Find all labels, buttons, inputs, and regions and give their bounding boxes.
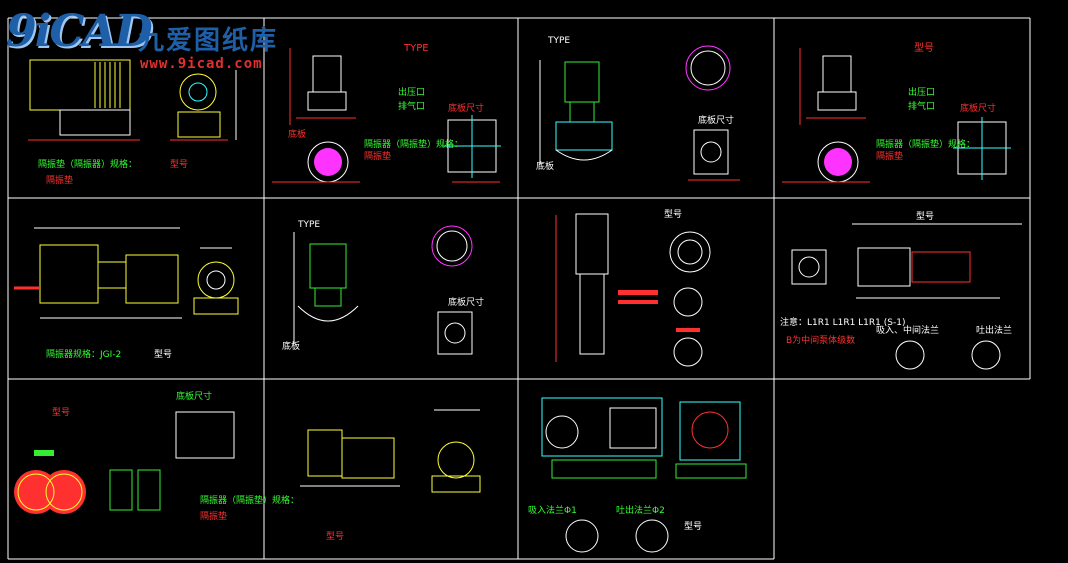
p4-pad-label: 隔振垫	[876, 152, 904, 162]
panel-6-vertical-pump	[293, 225, 473, 355]
p8-outlet-label: 吐出法兰	[976, 326, 1013, 336]
logo-url: www.9icad.com	[140, 56, 263, 72]
panel-3-vertical-pump	[539, 45, 740, 181]
p11-inlet-label: 吸入法兰Φ1	[528, 506, 577, 516]
logo-name: 九爱图纸库	[138, 26, 279, 56]
p2-outlet-label: 出压口	[398, 88, 426, 98]
p7-model-label: 型号	[664, 210, 683, 220]
p4-outlet-label: 出压口	[908, 88, 936, 98]
p8-model-label: 型号	[916, 212, 935, 222]
p1-model-label: 型号	[170, 160, 189, 170]
panel-4-vertical-pump	[782, 48, 1011, 183]
panel-5-horizontal-pump	[14, 227, 239, 319]
p9-model-label: 型号	[52, 408, 71, 418]
p4-spec-label: 隔振器（隔振垫）规格：	[876, 140, 976, 150]
panel-frame	[7, 17, 1031, 560]
p4-base-size-label: 底板尺寸	[960, 104, 997, 114]
p5-model-label: 型号	[154, 350, 173, 360]
panel-1-horizontal-pump	[28, 59, 237, 141]
p11-outlet-label: 吐出法兰Φ2	[616, 506, 665, 516]
p1-pad-label: 隔振垫	[46, 176, 74, 186]
p2-spec-label: 隔振器（隔振垫）规格：	[364, 140, 464, 150]
p3-type-label: TYPE	[548, 36, 571, 46]
panel-10-horizontal-pump	[300, 409, 481, 493]
panel-2-vertical-pump	[272, 48, 501, 183]
p6-type-label: TYPE	[298, 220, 321, 230]
p6-base-size-label: 底板尺寸	[448, 298, 485, 308]
p9-spec-label: 隔振器（隔振垫）规格：	[200, 496, 300, 506]
p2-vent-label: 排气口	[398, 102, 426, 112]
p3-base-size-label: 底板尺寸	[698, 116, 735, 126]
p1-spec-label: 隔振垫（隔振器）规格：	[38, 160, 138, 170]
p4-model-label: 型号	[914, 43, 934, 54]
p8-note2-label: B为中间泵体级数	[786, 336, 856, 346]
p5-spec-label: 隔振器规格：JGI-2	[46, 350, 122, 360]
p2-pad-label: 隔振垫	[364, 152, 392, 162]
p9-pad-label: 隔振垫	[200, 512, 228, 522]
panel-9-double-pump	[14, 411, 235, 514]
panel-7-multistage-pump	[555, 213, 711, 367]
p10-model-label: 型号	[326, 532, 345, 542]
p3-base-label: 底板	[536, 162, 555, 172]
p8-note-label: 注意：L1R1 L1R1 L1R1 (S-1)	[780, 318, 906, 328]
p8-inlet-label: 吸入、中间法兰	[876, 326, 940, 336]
p11-model-label: 型号	[684, 522, 703, 532]
p9-base-size-label: 底板尺寸	[176, 392, 213, 402]
p2-type-label: TYPE	[404, 43, 429, 54]
p4-vent-label: 排气口	[908, 102, 936, 112]
panel-8-horizontal-multistage	[791, 223, 1022, 370]
site-logo: 9iCAD 九爱图纸库 www.9icad.com	[0, 0, 300, 80]
logo-brand: 9iCAD	[6, 6, 153, 57]
p2-base-size-label: 底板尺寸	[448, 104, 485, 114]
panel-11-split-case-pump	[541, 397, 747, 553]
p2-base-label: 底板	[288, 130, 307, 140]
p6-base-label: 底板	[282, 342, 301, 352]
